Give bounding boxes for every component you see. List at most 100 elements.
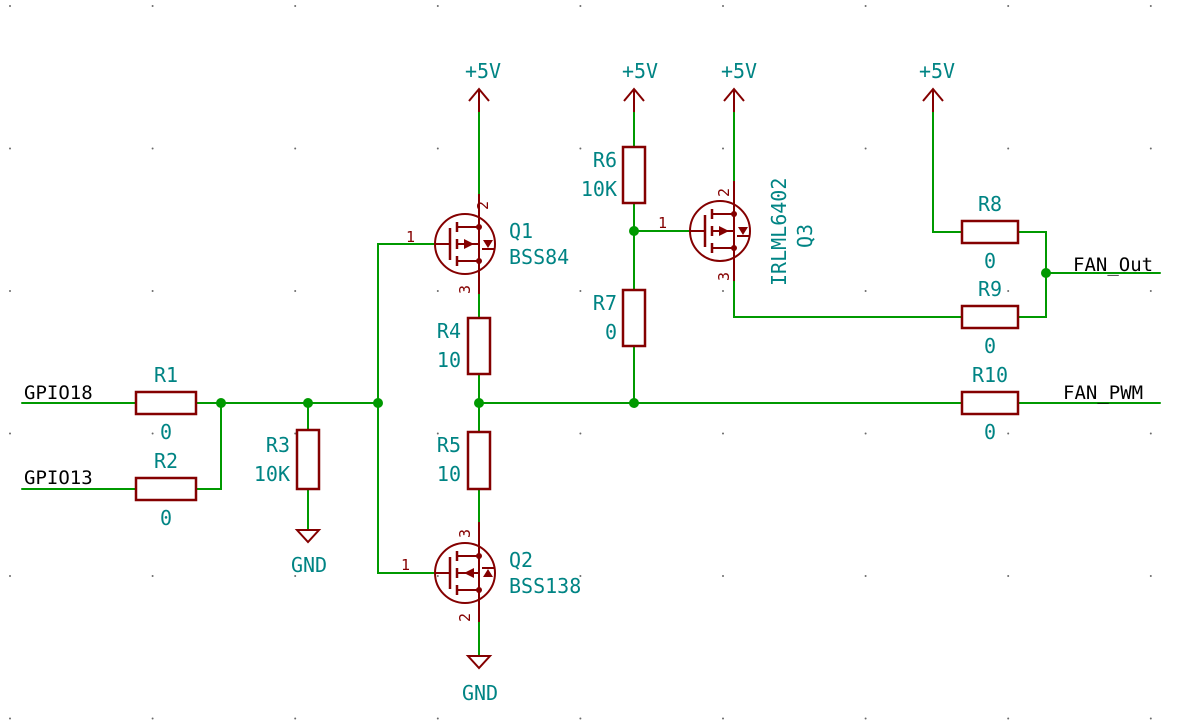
grid-dot — [722, 290, 724, 292]
wire-gate-bus — [377, 243, 436, 574]
resistor-ref: R6 — [593, 148, 617, 172]
junctions — [216, 226, 1051, 408]
resistor-r9[interactable]: R9 0 — [960, 277, 1020, 358]
grid-dot — [722, 432, 724, 435]
grid-dot — [436, 432, 439, 435]
grid-dot — [9, 432, 11, 435]
grid-dot — [436, 575, 439, 577]
transistor-ref: Q1 — [509, 219, 533, 243]
grid-dot — [151, 432, 154, 435]
resistor-value: 0 — [984, 334, 996, 358]
grid-dot — [579, 290, 582, 292]
transistor-q3[interactable]: 1 2 3 IRLML6402 Q3 — [658, 178, 817, 286]
resistor-r5[interactable]: R5 10 — [437, 430, 492, 491]
net-label-fan-pwm: FAN_PWM — [1063, 382, 1143, 404]
resistor-value: 0 — [984, 249, 996, 273]
power-vcc-r8: +5V — [919, 59, 955, 112]
pin-number: 2 — [715, 188, 733, 197]
grid-dot — [864, 432, 867, 435]
resistor-r3[interactable]: R3 10K — [254, 428, 321, 491]
grid-dot — [151, 147, 154, 150]
resistor-r6[interactable]: R6 10K — [581, 145, 647, 205]
transistor-value: BSS84 — [509, 245, 569, 269]
wires — [21, 111, 1161, 657]
power-vcc-r6: +5V — [622, 59, 658, 112]
resistor-value: 0 — [984, 420, 996, 444]
power-vcc-q1: +5V — [465, 59, 501, 112]
resistor-ref: R7 — [593, 291, 617, 315]
net-label-gpio13: GPIO13 — [24, 467, 93, 489]
grid-dot — [9, 147, 11, 150]
wire-q3-r9 — [733, 280, 963, 318]
grid-dot — [1007, 290, 1010, 292]
transistor-q2[interactable]: 1 3 2 Q2 BSS138 — [401, 522, 581, 622]
resistor-r1[interactable]: R1 0 — [134, 363, 198, 444]
resistor-r10[interactable]: R10 0 — [960, 363, 1020, 444]
resistor-value: 10K — [581, 177, 617, 201]
grid-dot — [436, 5, 439, 7]
resistor-ref: R4 — [437, 319, 461, 343]
power-vcc-q3: +5V — [721, 59, 757, 112]
wire-r8-vcc — [932, 111, 963, 233]
resistor-ref: R9 — [978, 277, 1002, 301]
grid-dot — [151, 575, 154, 577]
resistor-value: 0 — [160, 420, 172, 444]
net-label-fan-out: FAN_Out — [1073, 254, 1153, 276]
grid-dot — [864, 575, 867, 577]
grid-dot — [9, 575, 11, 577]
resistor-value: 10 — [437, 348, 461, 372]
resistor-value: 10 — [437, 462, 461, 486]
transistor-ref: Q3 — [793, 224, 817, 248]
resistor-ref: R5 — [437, 433, 461, 457]
grid-dot — [864, 717, 867, 720]
grid-dot — [436, 717, 439, 720]
grid-dot — [1007, 717, 1010, 720]
grid-dot — [294, 575, 297, 577]
pin-number: 1 — [401, 556, 410, 574]
power-label: +5V — [465, 59, 501, 83]
grid-dot — [294, 290, 297, 292]
grid-dot — [294, 147, 297, 150]
junction-dot — [629, 398, 639, 408]
grid-dot — [1149, 575, 1152, 577]
grid-dot — [151, 717, 154, 720]
grid-dot — [436, 290, 439, 292]
resistor-r7[interactable]: R7 0 — [593, 288, 647, 348]
resistor-r4[interactable]: R4 10 — [437, 316, 492, 376]
junction-dot — [474, 398, 484, 408]
grid-dot — [1007, 575, 1010, 577]
grid-dot — [9, 717, 11, 720]
grid-dot — [579, 147, 582, 150]
resistor-r2[interactable]: R2 0 — [134, 449, 198, 530]
grid-dot — [1149, 147, 1152, 150]
junction-dot — [629, 226, 639, 236]
wire-r2-join — [195, 402, 222, 490]
grid-dot — [1149, 717, 1152, 720]
grid-dot — [1149, 290, 1152, 292]
grid-dot — [9, 5, 11, 7]
transistor-ref: Q2 — [509, 548, 533, 572]
power-label: +5V — [721, 59, 757, 83]
resistor-ref: R3 — [266, 433, 290, 457]
grid-dot — [1007, 5, 1010, 7]
grid-dot — [151, 290, 154, 292]
pin-number: 2 — [456, 613, 474, 622]
grid-dot — [294, 5, 297, 7]
resistor-r8[interactable]: R8 0 — [960, 192, 1020, 273]
power-label: +5V — [919, 59, 955, 83]
grid-dot — [579, 575, 582, 577]
grid-dot — [722, 147, 724, 150]
grid-dot — [579, 432, 582, 435]
gnd-label: GND — [291, 553, 327, 577]
resistor-ref: R8 — [978, 192, 1002, 216]
grid-dot — [722, 717, 724, 720]
resistor-ref: R1 — [154, 363, 178, 387]
grid-dot — [1007, 432, 1010, 435]
grid-dot — [1007, 147, 1010, 150]
transistor-q1[interactable]: 1 2 3 Q1 BSS84 — [406, 194, 569, 294]
pin-number: 3 — [715, 272, 733, 281]
grid-dots — [9, 5, 1152, 720]
resistor-ref: R2 — [154, 449, 178, 473]
pin-number: 2 — [474, 201, 492, 210]
